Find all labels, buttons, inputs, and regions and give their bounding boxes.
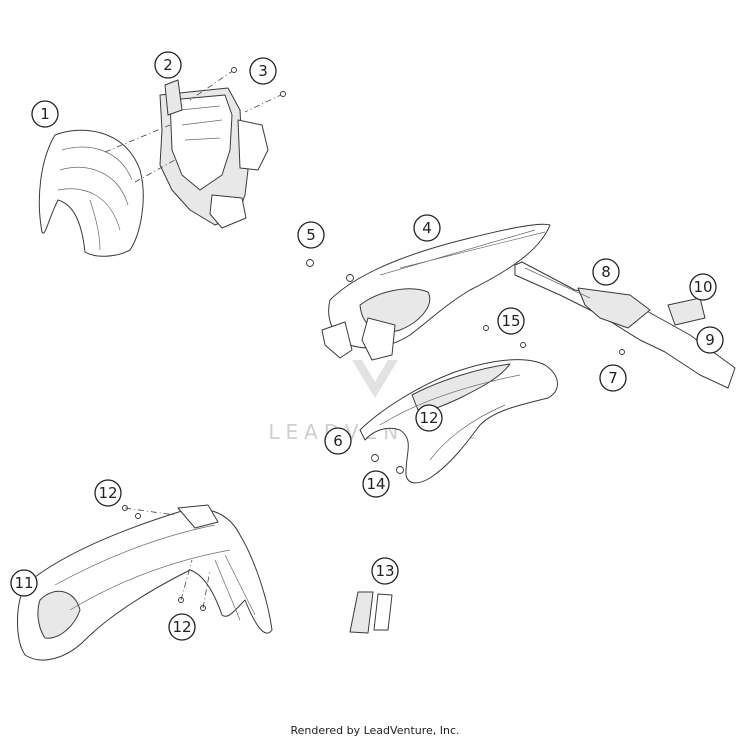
callout-4[interactable]: 4 (413, 214, 441, 242)
screw-3[interactable] (244, 91, 286, 113)
svg-text:1: 1 (40, 105, 50, 123)
callout-13[interactable]: 13 (371, 557, 399, 585)
svg-text:6: 6 (333, 432, 343, 450)
rear-fender-top[interactable] (321, 223, 551, 361)
decal-strips[interactable] (349, 591, 393, 634)
screw-2[interactable] (189, 67, 237, 101)
leader-line (134, 159, 176, 183)
screw-12-front[interactable] (122, 505, 176, 519)
svg-text:12: 12 (172, 618, 191, 636)
svg-text:14: 14 (366, 475, 385, 493)
callout-5[interactable]: 5 (297, 221, 325, 249)
screw-15b[interactable] (520, 342, 526, 348)
rear-side-panel[interactable] (359, 359, 558, 484)
headlight-mask[interactable] (38, 129, 144, 257)
svg-text:3: 3 (258, 62, 268, 80)
callout-3[interactable]: 3 (249, 57, 277, 85)
front-fender[interactable] (17, 504, 273, 661)
callout-1[interactable]: 1 (31, 100, 59, 128)
svg-text:11: 11 (14, 574, 33, 592)
svg-text:5: 5 (306, 226, 316, 244)
license-plate-holder[interactable] (514, 261, 736, 389)
nut-14a[interactable] (371, 454, 379, 462)
footer-credit: Rendered by LeadVenture, Inc. (290, 724, 460, 737)
callout-9[interactable]: 9 (696, 326, 724, 354)
nut-5a[interactable] (306, 259, 314, 267)
reflector-10[interactable] (667, 297, 706, 326)
svg-text:2: 2 (163, 56, 173, 74)
svg-text:9: 9 (705, 331, 715, 349)
callout-7[interactable]: 7 (599, 364, 627, 392)
callout-15[interactable]: 15 (497, 307, 525, 335)
callout-8[interactable]: 8 (592, 258, 620, 286)
screw-7[interactable] (619, 349, 625, 355)
callout-12-front[interactable]: 12 (94, 479, 122, 507)
svg-text:4: 4 (422, 219, 432, 237)
callout-6[interactable]: 6 (324, 427, 352, 455)
svg-text:8: 8 (601, 263, 611, 281)
callout-11[interactable]: 11 (10, 569, 38, 597)
svg-text:12: 12 (419, 409, 438, 427)
nut-14b[interactable] (396, 466, 404, 474)
screw-15[interactable] (483, 325, 489, 331)
svg-text:7: 7 (608, 369, 618, 387)
callout-12-lower[interactable]: 12 (168, 613, 196, 641)
callout-12-rear[interactable]: 12 (415, 404, 443, 432)
headlight-bracket[interactable] (159, 79, 269, 229)
svg-text:15: 15 (501, 312, 520, 330)
leader-line (104, 124, 171, 153)
callout-10[interactable]: 10 (689, 273, 717, 301)
svg-text:13: 13 (375, 562, 394, 580)
svg-text:12: 12 (98, 484, 117, 502)
callout-2[interactable]: 2 (154, 51, 182, 79)
screw-12-lower[interactable] (178, 559, 211, 611)
svg-text:10: 10 (693, 278, 712, 296)
nut-5b[interactable] (346, 274, 354, 282)
callout-14[interactable]: 14 (362, 470, 390, 498)
